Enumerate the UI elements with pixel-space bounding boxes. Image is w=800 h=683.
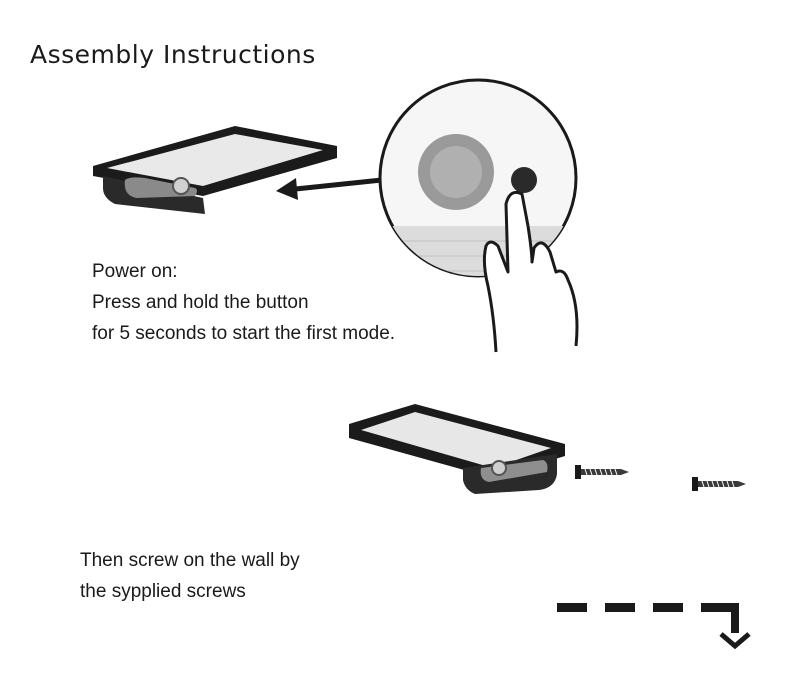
screw-icon: [692, 477, 746, 491]
power-on-instructions: Power on: Press and hold the button for …: [92, 256, 395, 349]
screw-icon: [575, 465, 629, 479]
solar-lamp-icon: [349, 404, 565, 494]
instruction-line: Then screw on the wall by: [80, 550, 300, 571]
instruction-line: Power on:: [92, 261, 178, 282]
instruction-line: for 5 seconds to start the first mode.: [92, 323, 396, 344]
instruction-line: the sypplied screws: [80, 581, 246, 602]
dashed-arrow-down-icon: [557, 603, 751, 650]
page-title: Assembly Instructions: [30, 40, 316, 69]
solar-lamp-icon: [93, 126, 337, 214]
arrow-left-icon: [276, 177, 383, 200]
magnified-button-view: [378, 78, 579, 353]
instruction-line: Press and hold the button: [92, 292, 309, 313]
screw-instructions: Then screw on the wall by the sypplied s…: [80, 545, 300, 607]
